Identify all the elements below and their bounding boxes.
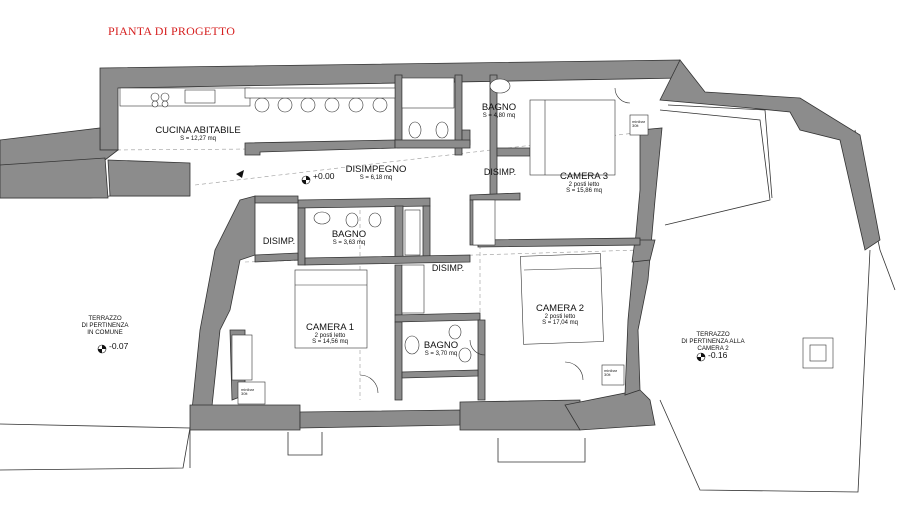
- minibar-camera1-l1: minibar: [241, 387, 255, 392]
- fixtures: [119, 77, 834, 405]
- camera2-beds: 2 posti letto: [544, 313, 576, 320]
- camera3-area: S = 15,86 mq: [566, 188, 602, 195]
- minibar-camera3-l1: minibar: [632, 119, 646, 124]
- hall-label: DISIMPEGNO S = 6,18 mq: [346, 165, 407, 181]
- terrace-right-line3: CAMERA 2: [697, 345, 729, 353]
- terrace-right-label: TERRAZZO DI PERTINENZA ALLA CAMERA 2: [681, 331, 744, 352]
- plan-title: PIANTA DI PROGETTO: [108, 24, 236, 38]
- camera1-name: CAMERA 1: [305, 322, 355, 333]
- bath-bottom-label: BAGNO S = 3,70 mq: [424, 341, 458, 357]
- camera1-label: CAMERA 1 2 posti letto S = 14,56 mq: [306, 323, 354, 346]
- kitchen-area: S = 12,27 mq: [180, 135, 216, 142]
- camera3-label: CAMERA 3 2 posti letto S = 15,86 mq: [560, 172, 608, 195]
- elevation-left: -0.07: [109, 341, 129, 351]
- minibar-camera1-l2: 30lt: [241, 391, 248, 397]
- camera1-area: S = 14,56 mq: [312, 339, 348, 346]
- minibar-camera3: minibar 30lt: [632, 119, 646, 129]
- bath-center-label: BAGNO S = 3,63 mq: [332, 230, 366, 246]
- disimp-label-left: DISIMP.: [262, 236, 296, 246]
- camera2-label: CAMERA 2 2 posti letto S = 17,04 mq: [536, 304, 584, 327]
- level-markers: [97, 170, 706, 362]
- terrace-left-label: TERRAZZO DI PERTINENZA IN COMUNE: [82, 315, 129, 336]
- terrace-right-line1: TERRAZZO: [696, 331, 730, 338]
- bath-top-name: BAGNO: [481, 102, 517, 113]
- camera3-name: CAMERA 3: [559, 171, 609, 182]
- bath-bottom-area: S = 3,70 mq: [424, 350, 458, 357]
- camera2-name: CAMERA 2: [535, 303, 585, 314]
- bath-center-name: BAGNO: [331, 229, 367, 240]
- elevation-right: -0.16: [708, 350, 728, 360]
- minibar-camera2-l2: 30lt: [604, 372, 611, 378]
- walls: [0, 59, 881, 431]
- disimp-label-center: DISIMP.: [431, 263, 465, 273]
- terrace-right-line2: DI PERTINENZA ALLA: [681, 338, 745, 346]
- kitchen-name: CUCINA ABITABILE: [155, 125, 241, 136]
- terrace-left-line2: DI PERTINENZA: [81, 322, 129, 330]
- camera1-beds: 2 posti letto: [314, 332, 346, 339]
- terrace-left-line3: IN COMUNE: [87, 329, 123, 337]
- bath-top-area: S = 4,80 mq: [482, 112, 516, 119]
- bath-top-label: BAGNO S = 4,80 mq: [482, 103, 516, 119]
- door-swings: [359, 87, 631, 394]
- minibar-camera3-l2: 30lt: [632, 123, 639, 129]
- minibar-camera2-l1: minibar: [604, 368, 618, 373]
- camera2-area: S = 17,04 mq: [542, 320, 578, 327]
- bath-bottom-name: BAGNO: [423, 340, 459, 351]
- hall-area: S = 6,18 mq: [359, 174, 393, 181]
- minibar-camera2: minibar 30lt: [604, 368, 618, 378]
- minibar-camera1: minibar 30lt: [241, 387, 255, 397]
- bath-center-area: S = 3,63 mq: [332, 239, 366, 246]
- camera3-beds: 2 posti letto: [568, 181, 600, 188]
- terrace-left-line1: TERRAZZO: [88, 315, 122, 322]
- disimp-label-top: DISIMP.: [483, 167, 517, 177]
- elevation-main: +0.00: [313, 171, 335, 181]
- kitchen-label: CUCINA ABITABILE S = 12,27 mq: [155, 126, 240, 142]
- hall-name: DISIMPEGNO: [345, 164, 407, 175]
